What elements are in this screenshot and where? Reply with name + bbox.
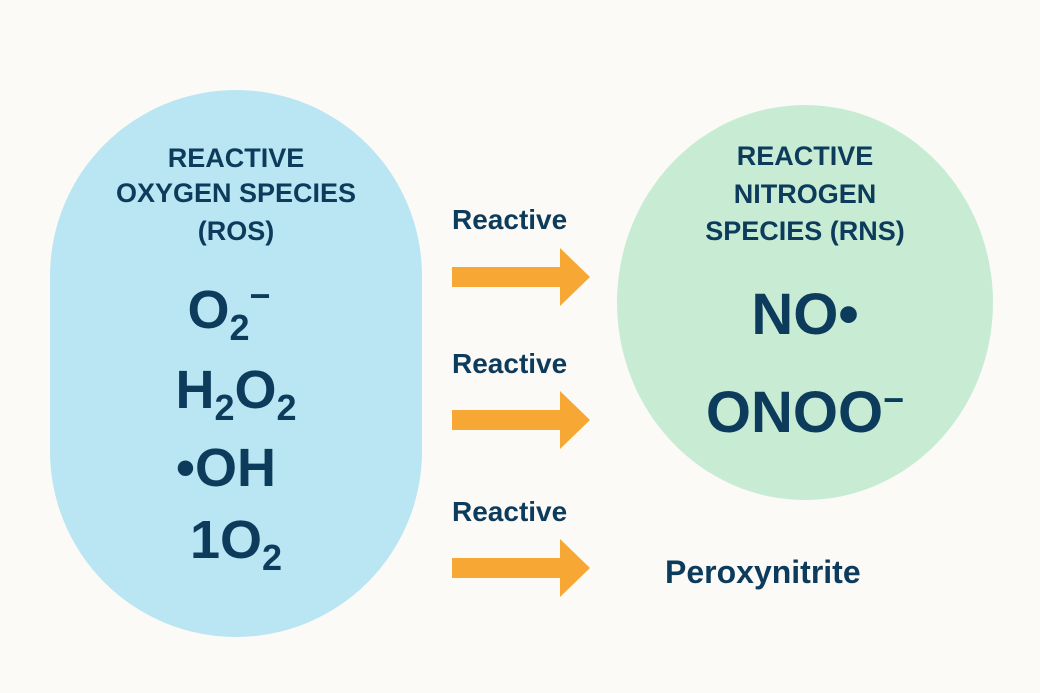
singlet-oxygen-formula: 1O2 bbox=[189, 510, 283, 578]
arrow-label-2: Reactive bbox=[452, 348, 568, 379]
nitric-oxide-formula: NO• bbox=[751, 282, 859, 347]
arrow-label-1: Reactive bbox=[452, 204, 568, 235]
peroxynitrite-formula: ONOO− bbox=[705, 379, 905, 445]
hydrogen-peroxide-formula: H2O2 bbox=[175, 360, 297, 428]
rns-title-line-3: SPECIES (RNS) bbox=[705, 216, 905, 246]
rns-title-line-2: NITROGEN bbox=[733, 179, 877, 209]
ros-group: REACTIVE OXYGEN SPECIES (ROS) O2− H2O2 •… bbox=[50, 90, 422, 637]
rns-title-line-1: REACTIVE bbox=[736, 141, 874, 171]
hydroxyl-radical-formula: •OH bbox=[176, 438, 276, 498]
product-label: Peroxynitrite bbox=[665, 554, 861, 590]
arrow-right-icon bbox=[452, 539, 590, 597]
ros-title-line-3: (ROS) bbox=[197, 216, 275, 246]
superoxide-formula: O2− bbox=[187, 275, 271, 348]
ros-title-line-1: REACTIVE bbox=[167, 143, 305, 173]
arrow-right-icon bbox=[452, 248, 590, 306]
arrow-right-icon bbox=[452, 391, 590, 449]
ros-title-line-2: OXYGEN SPECIES bbox=[115, 178, 357, 208]
arrow-label-3: Reactive bbox=[452, 496, 568, 527]
rns-group: REACTIVE NITROGEN SPECIES (RNS) NO• ONOO… bbox=[617, 105, 993, 500]
